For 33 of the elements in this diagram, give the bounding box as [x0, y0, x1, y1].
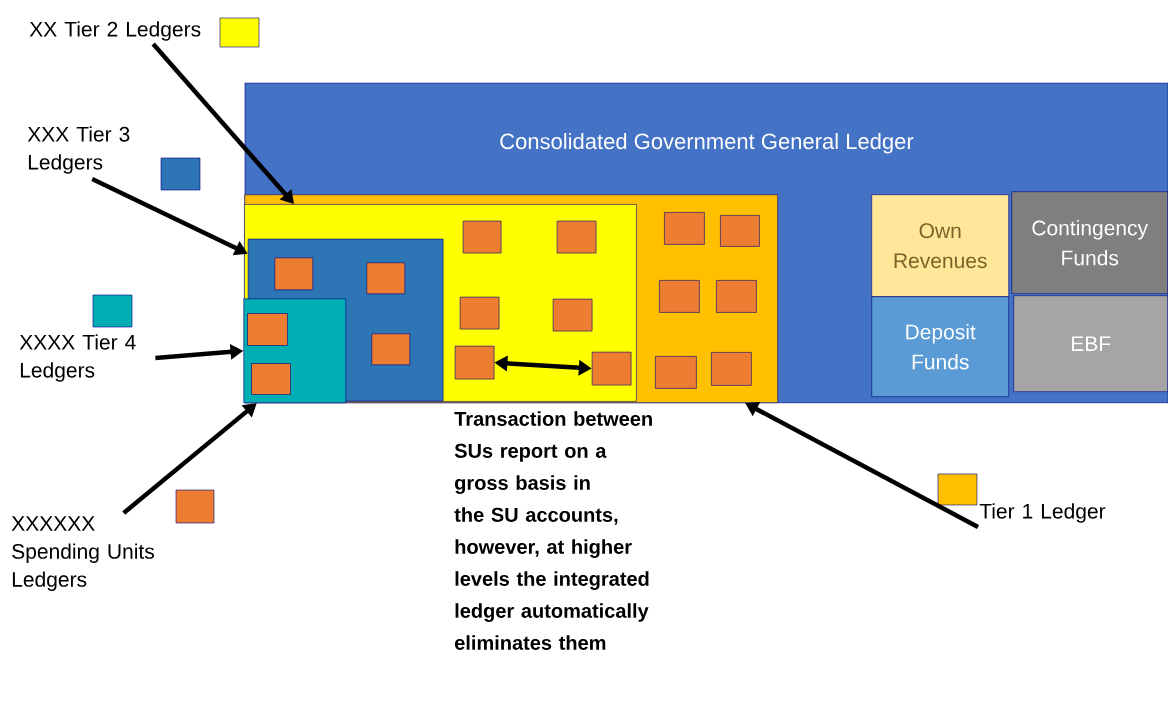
su-box [711, 352, 752, 386]
su-box [251, 363, 291, 395]
su-box [462, 220, 502, 254]
fund-box: Contingency Funds [1011, 191, 1168, 294]
label-text: Tier 1 Ledger [979, 503, 1106, 523]
su-box [556, 220, 597, 254]
su-box [659, 280, 700, 313]
label-text: XX Tier 2 Ledgers [29, 21, 201, 41]
label-text: XXXXXX Spending Units Ledgers [11, 516, 154, 591]
su-box [591, 351, 632, 386]
su-box [664, 212, 705, 245]
fund-box: Deposit Funds [871, 296, 1009, 397]
su-box [247, 313, 288, 346]
su-box [454, 345, 495, 380]
su-box [366, 262, 406, 295]
color-swatch [160, 157, 201, 191]
su-box [459, 296, 500, 330]
arrow [151, 42, 294, 204]
label-text: XXXX Tier 4 Ledgers [19, 334, 136, 382]
color-swatch [175, 489, 215, 524]
su-box [655, 356, 697, 389]
fund-box: Own Revenues [871, 194, 1009, 297]
color-swatch [92, 294, 133, 328]
su-box [371, 333, 411, 366]
note-text: Transaction between SUs report on a gross basis in the SU accounts, however, at higher levels the integrated ledger automatically eliminates them [454, 411, 652, 650]
color-swatch [219, 17, 260, 48]
su-box [274, 257, 314, 291]
fund-box: EBF [1013, 295, 1168, 392]
color-swatch [937, 473, 978, 506]
su-box [552, 298, 593, 332]
label-text: XXX Tier 3 Ledgers [27, 126, 130, 174]
su-box [720, 215, 760, 247]
su-box [716, 280, 757, 313]
